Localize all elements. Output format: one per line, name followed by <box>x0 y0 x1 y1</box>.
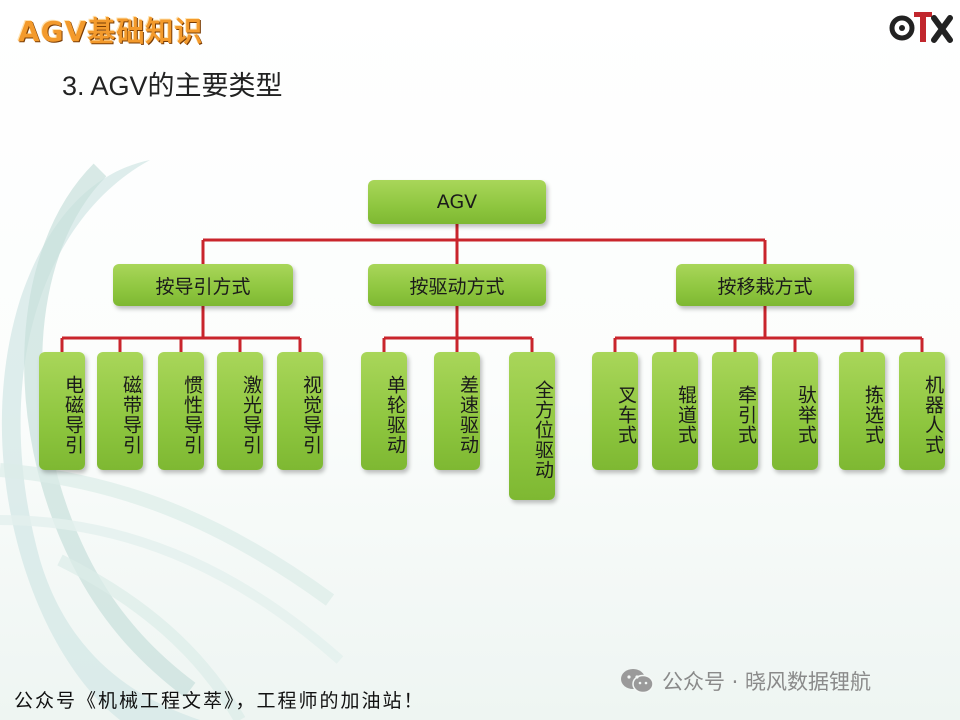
brand-logo-icon <box>889 12 953 43</box>
leaf-node-laser: 激光导引 <box>217 352 263 470</box>
root-node-agv: AGV <box>368 180 546 224</box>
page-title: AGV基础知识 <box>18 15 204 48</box>
leaf-node-electromagnetic: 电磁导引 <box>39 352 85 470</box>
leaf-node-differential: 差速驱动 <box>434 352 480 470</box>
wechat-icon <box>621 669 654 694</box>
leaf-node-towing: 牵引式 <box>712 352 758 470</box>
footer-text: 公众号《机械工程文萃》，工程师的加油站！ <box>14 690 425 712</box>
leaf-node-omnidirectional: 全方位驱动 <box>509 352 555 500</box>
leaf-node-single-wheel: 单轮驱动 <box>361 352 407 470</box>
leaf-node-lifting: 驮举式 <box>772 352 818 470</box>
leaf-node-inertial: 惯性导引 <box>158 352 204 470</box>
leaf-node-robot: 机器人式 <box>899 352 945 470</box>
leaf-node-magnetic-tape: 磁带导引 <box>97 352 143 470</box>
leaf-node-picking: 拣选式 <box>839 352 885 470</box>
category-node-drive: 按驱动方式 <box>368 264 546 306</box>
watermark-text: 公众号 · 晓风数据锂航 <box>662 670 872 694</box>
leaf-node-roller: 辊道式 <box>652 352 698 470</box>
category-node-transfer: 按移栽方式 <box>676 264 854 306</box>
leaf-node-vision: 视觉导引 <box>277 352 323 470</box>
category-node-guidance: 按导引方式 <box>113 264 293 306</box>
slide-subtitle: 3. AGV的主要类型 <box>62 71 283 101</box>
watermark: 公众号 · 晓风数据锂航 <box>620 666 871 696</box>
leaf-node-forklift: 叉车式 <box>592 352 638 470</box>
